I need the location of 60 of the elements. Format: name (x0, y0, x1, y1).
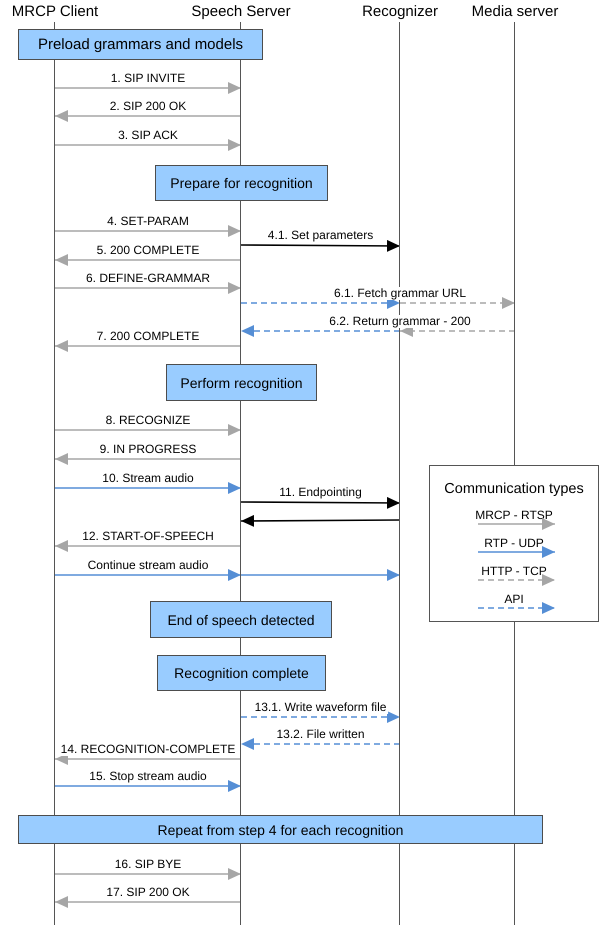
message-label: 14. RECOGNITION-COMPLETE (58, 743, 238, 756)
legend-title: Communication types (443, 481, 585, 497)
message-arrow (55, 780, 241, 792)
message-arrow (241, 496, 400, 509)
message-arrow (241, 240, 400, 252)
message-label: 16. SIP BYE (112, 858, 184, 871)
message-label: 1. SIP INVITE (108, 72, 188, 85)
message-arrow (55, 868, 241, 880)
phase-band: Repeat from step 4 for each recognition (18, 815, 543, 844)
participant-label: MRCP Client (12, 3, 98, 20)
message-arrow (55, 110, 241, 122)
message-arrow (55, 225, 241, 237)
message-arrow (241, 325, 400, 337)
message-arrow (55, 482, 241, 494)
phase-band: Prepare for recognition (155, 165, 328, 201)
message-arrow (55, 453, 241, 465)
message-arrow (55, 139, 241, 151)
message-label: 6. DEFINE-GRAMMAR (84, 272, 212, 285)
message-arrow (55, 340, 241, 352)
message-arrow (55, 896, 241, 908)
message-label: 13.2. File written (274, 728, 367, 741)
message-label: Continue stream audio (86, 559, 210, 572)
message-arrow (55, 569, 241, 581)
message-label: 12. START-OF-SPEECH (80, 530, 216, 543)
message-label: 13.1. Write waveform file (252, 701, 388, 714)
participant-label: Recognizer (362, 3, 438, 20)
message-arrow (241, 738, 400, 750)
message-arrow (400, 297, 515, 309)
legend-text: RTP - UDP (484, 536, 544, 550)
message-label: 6.1. Fetch grammar URL (332, 287, 468, 300)
phase-band: Recognition complete (157, 655, 326, 691)
message-arrow (241, 569, 400, 581)
message-label: 2. SIP 200 OK (108, 100, 188, 113)
message-arrow (55, 540, 241, 552)
legend-text: HTTP - TCP (481, 564, 547, 578)
message-label: 5. 200 COMPLETE (94, 244, 202, 257)
message-label: 6.2. Return grammar - 200 (327, 315, 473, 328)
message-arrow (55, 424, 241, 436)
message-arrow (241, 514, 400, 527)
message-label: 11. Endpointing (277, 486, 364, 499)
message-arrow (241, 711, 400, 723)
participant-label: Media server (472, 3, 558, 20)
legend-text: API (504, 592, 524, 606)
phase-band: End of speech detected (150, 601, 332, 638)
message-label: 4.1. Set parameters (266, 229, 376, 242)
message-label: 7. 200 COMPLETE (94, 330, 202, 343)
phase-band: Perform recognition (166, 364, 317, 401)
legend-text: MRCP - RTSP (475, 508, 553, 522)
message-arrow (55, 82, 241, 94)
message-label: 17. SIP 200 OK (104, 886, 192, 899)
message-label: 9. IN PROGRESS (98, 443, 198, 456)
message-label: 4. SET-PARAM (105, 215, 191, 228)
message-label: 10. Stream audio (100, 472, 196, 485)
message-arrow (55, 254, 241, 266)
participant-label: Speech Server (191, 3, 291, 20)
message-label: 3. SIP ACK (116, 129, 180, 142)
phase-band: Preload grammars and models (18, 29, 263, 60)
message-label: 15. Stop stream audio (87, 770, 209, 783)
message-arrow (55, 282, 241, 294)
message-label: 8. RECOGNIZE (104, 414, 192, 427)
